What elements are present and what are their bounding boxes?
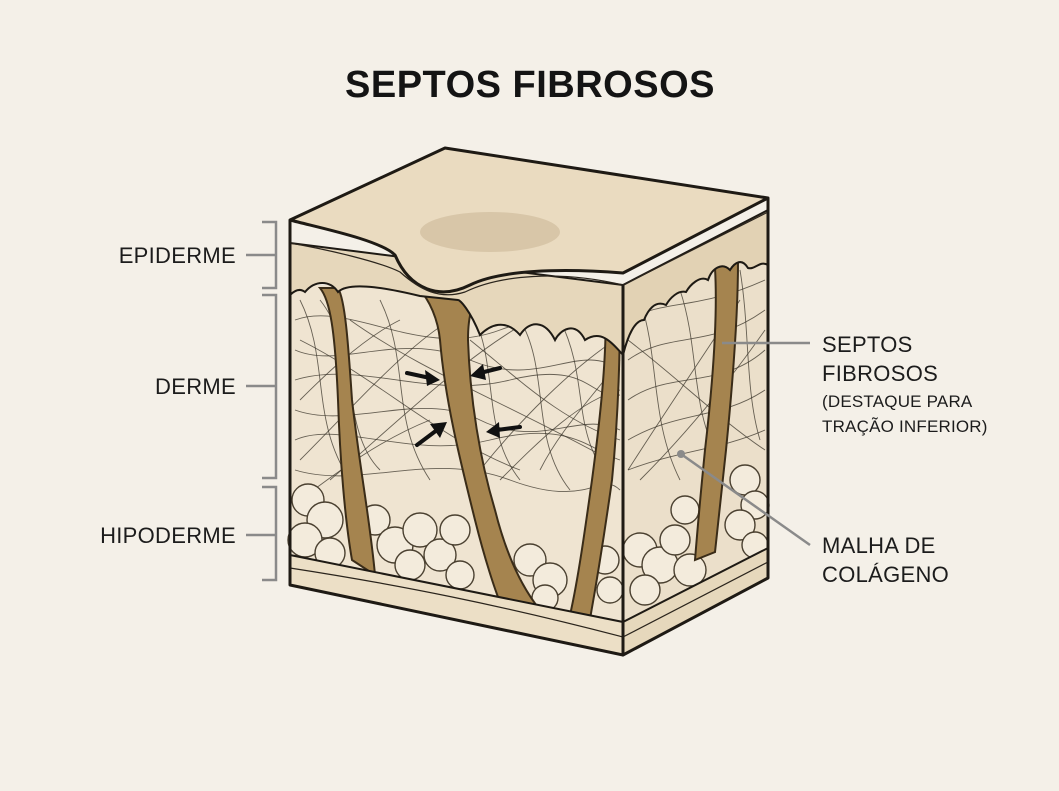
septos-label-line1: SEPTOS — [822, 332, 913, 357]
epiderme-label: EPIDERME — [119, 243, 236, 268]
diagram-title: SEPTOS FIBROSOS — [345, 64, 715, 106]
fascia-right-line — [622, 561, 769, 638]
septos-label-line2: FIBROSOS — [822, 361, 938, 386]
collagen-mesh-right — [627, 269, 766, 481]
hipoderme-label: HIPODERME — [100, 523, 236, 548]
epidermis-right — [622, 208, 769, 356]
skin-block — [287, 146, 770, 657]
septos-note-line1: (DESTAQUE PARA — [822, 392, 973, 411]
surface-edge-front — [289, 242, 624, 296]
septum-right-face — [693, 260, 740, 562]
dimple-shadow — [420, 212, 560, 252]
hipoderme-bracket — [246, 485, 278, 582]
septos-note-line2: TRAÇÃO INFERIOR) — [822, 417, 988, 436]
fascia-front-line — [289, 567, 624, 638]
epidermis-front — [289, 241, 624, 358]
layer-labels: EPIDERME DERME HIPODERME — [100, 220, 278, 582]
malha-leader-line — [680, 452, 811, 547]
epiderme-bracket — [246, 220, 278, 290]
derme-label: DERME — [155, 374, 236, 399]
malha-label-line1: MALHA DE — [822, 533, 936, 558]
block-outline — [288, 198, 770, 657]
tension-arrows — [405, 364, 522, 447]
surface-edge-right — [622, 211, 769, 286]
derme-bracket — [246, 293, 278, 480]
hypodermis-fat-right — [622, 464, 770, 606]
hypodermis-fat-front — [287, 483, 624, 612]
callouts: SEPTOS FIBROSOS (DESTAQUE PARA TRAÇÃO IN… — [677, 332, 988, 587]
malha-label-line2: COLÁGENO — [822, 562, 949, 587]
